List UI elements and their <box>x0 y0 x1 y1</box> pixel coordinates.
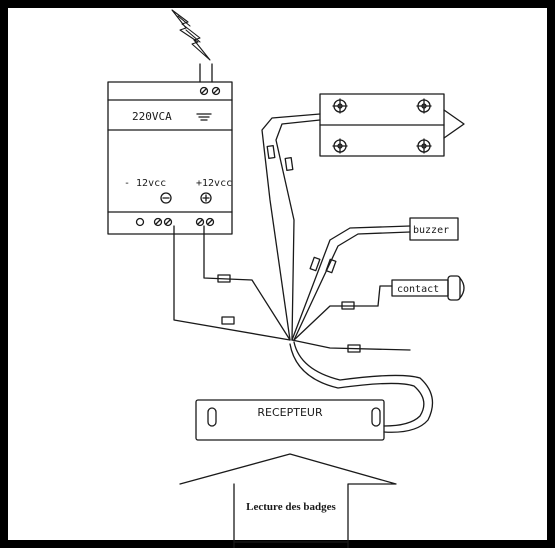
diagram-sheet <box>8 8 547 540</box>
ground-symbol-icon <box>196 113 212 121</box>
buzzer-label: buzzer <box>413 225 449 236</box>
negative-output-label: - 12vcc <box>124 178 166 189</box>
buzzer <box>409 217 459 241</box>
power-input-label: 220VCA <box>132 110 172 123</box>
plus-terminal-icon <box>200 192 212 204</box>
power-supply-unit <box>107 81 233 235</box>
mains-wires <box>199 63 213 83</box>
lightning-bolt-icon <box>171 9 211 61</box>
door-contact <box>391 275 465 301</box>
contact-label: contact <box>397 284 439 295</box>
lock-screw-icon <box>332 98 432 154</box>
mains-terminal-screw-icon <box>199 86 221 96</box>
badge-reading-label: Lecture des badges <box>246 501 336 513</box>
badge-reading-arrow <box>179 453 397 548</box>
positive-output-label: +12vcc <box>196 178 232 189</box>
output-terminal-screws-icon <box>135 217 215 227</box>
receiver-unit <box>195 399 385 441</box>
electric-lock <box>319 93 465 157</box>
minus-terminal-icon <box>160 192 172 204</box>
receiver-label: RECEPTEUR <box>257 406 323 419</box>
wiring-harness <box>173 113 434 433</box>
